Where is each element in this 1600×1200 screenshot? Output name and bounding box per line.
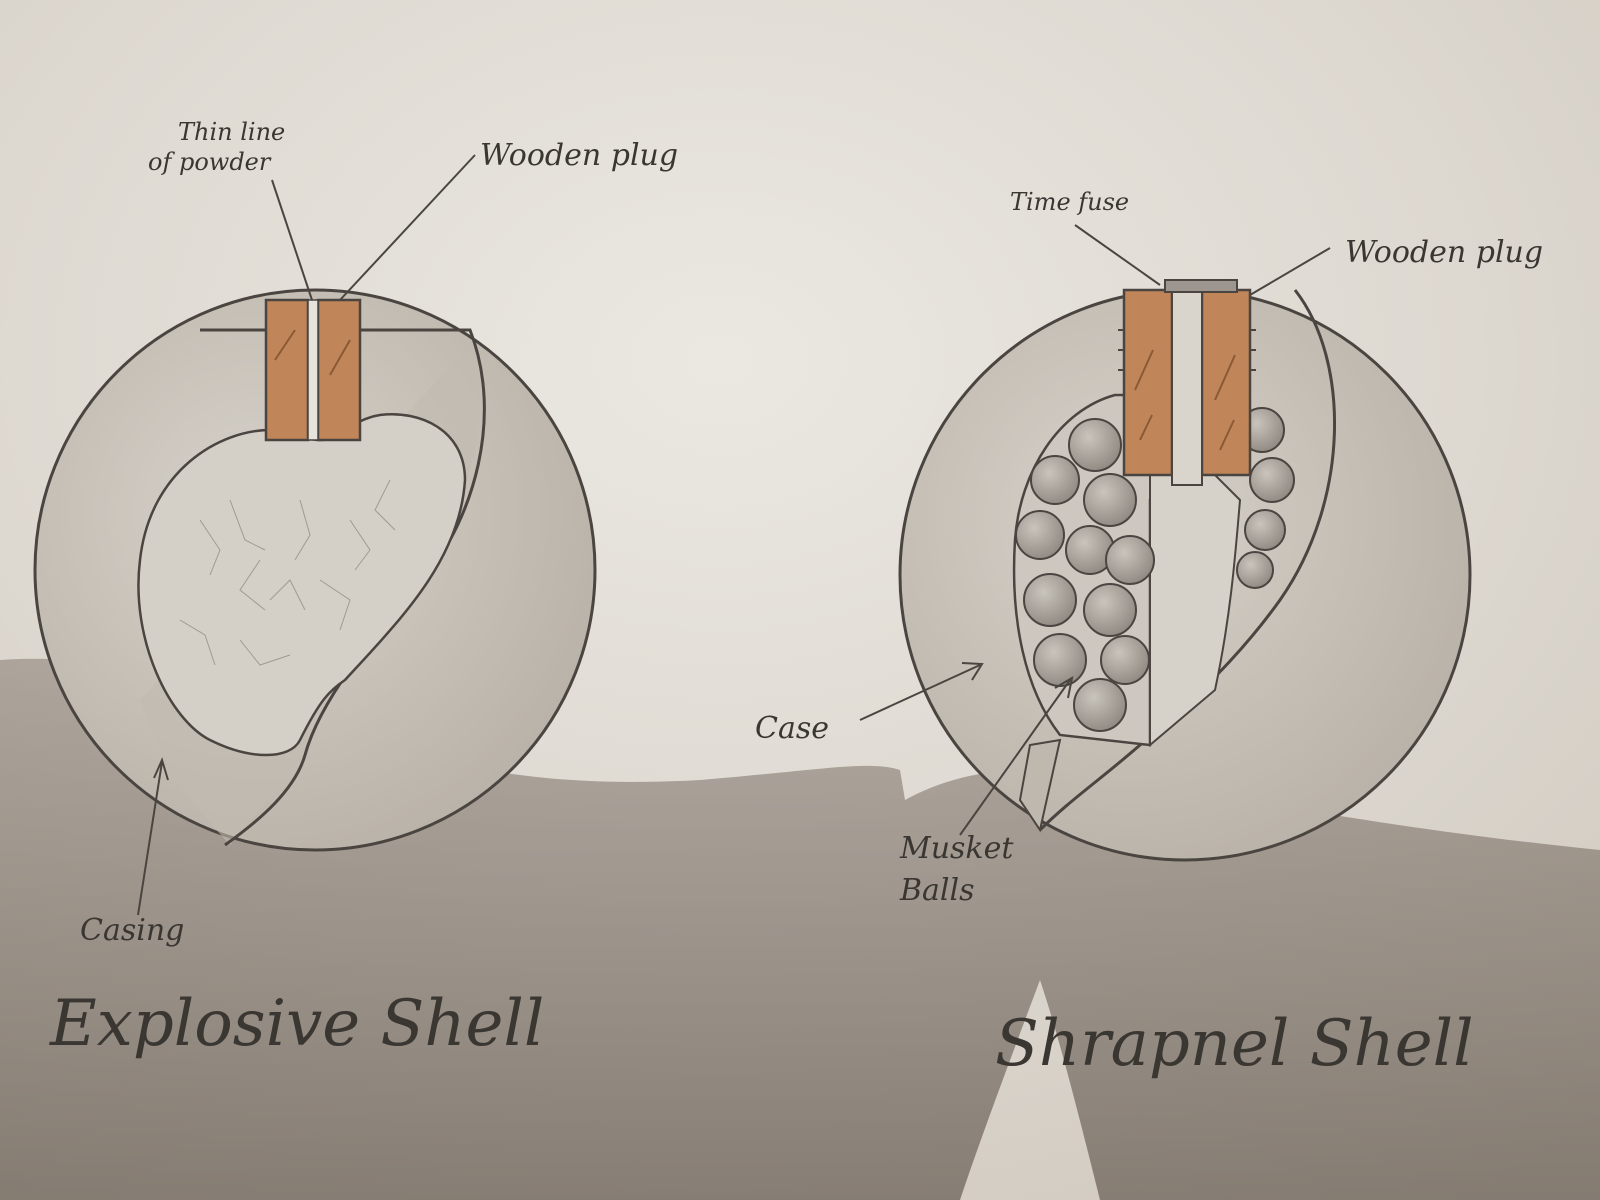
shrapnel-wooden-plug-left [1122, 288, 1174, 477]
shrapnel-casing-edge [1038, 289, 1337, 832]
leader-shrapnel-plug [1249, 247, 1331, 296]
shrapnel-wooden-plug-right [1200, 288, 1252, 477]
explosive-wooden-plug-right [316, 298, 362, 442]
label-casing: Casing [80, 913, 184, 948]
shrapnel-shell-title: Shrapnel Shell [995, 1007, 1474, 1081]
explosive-wooden-plug-left [264, 298, 310, 442]
arrowhead-musket-balls [1054, 676, 1074, 699]
label-powder-line2: of powder [148, 148, 272, 176]
label-musket-balls-line2: Balls [899, 873, 975, 908]
label-powder-line1: Thin line [178, 118, 285, 146]
explosive-shell-title: Explosive Shell [49, 987, 544, 1061]
shrapnel-wood-grain [1134, 349, 1236, 451]
shrapnel-time-fuse-cap [1164, 279, 1238, 293]
label-musket-balls-line1: Musket [899, 831, 1014, 866]
label-explosive-wooden-plug: Wooden plug [480, 138, 678, 173]
powder-texture [179, 479, 396, 666]
shrapnel-case-section [1018, 738, 1062, 833]
leader-casing [137, 761, 163, 916]
wood-grain [274, 329, 351, 376]
arrowhead-case [961, 662, 984, 681]
shrapnel-shell-drawing [859, 224, 1472, 862]
leader-plug [339, 154, 476, 301]
label-case: Case [755, 711, 829, 746]
explosive-shell-drawing [33, 154, 597, 916]
plug-thread-marks [1118, 329, 1256, 371]
leader-powder [271, 179, 313, 301]
explosive-powder-cavity [137, 413, 467, 757]
shrapnel-powder-core [1149, 469, 1242, 748]
label-time-fuse: Time fuse [1010, 188, 1129, 216]
leader-time-fuse [1074, 224, 1161, 286]
leader-case [859, 664, 981, 721]
leader-musket-balls [959, 679, 1071, 836]
shrapnel-time-fuse-channel [1171, 289, 1203, 486]
explosive-powder-line [307, 299, 319, 441]
arrowhead-casing [153, 757, 169, 781]
label-shrapnel-wooden-plug: Wooden plug [1345, 235, 1543, 270]
